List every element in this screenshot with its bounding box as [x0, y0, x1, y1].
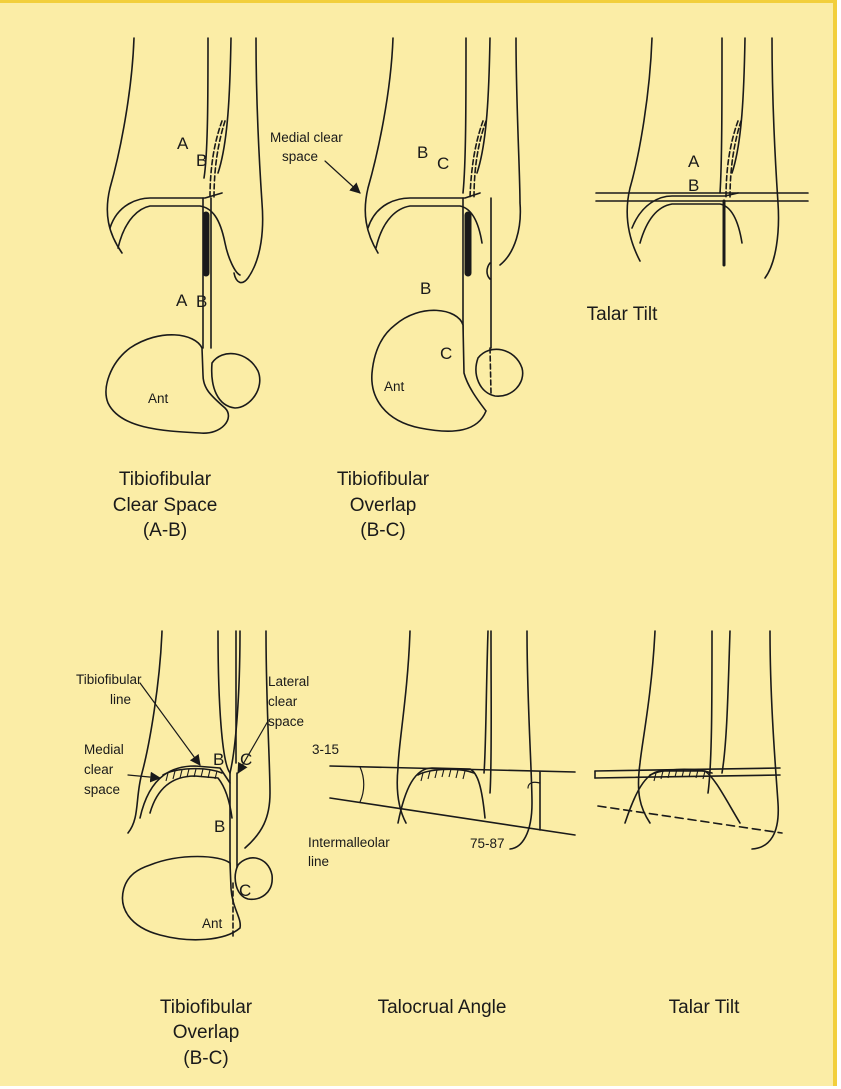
panel-tibiofibular-clear-space: A B A B Ant Tibiofibular Clear Space (A-… — [106, 38, 263, 541]
label-ant: Ant — [384, 379, 405, 394]
label-tibiofibular-line-2: line — [110, 692, 131, 707]
fibula-outline — [490, 631, 532, 849]
talar-dome-inner — [640, 204, 742, 243]
talar-dome — [625, 771, 740, 823]
talar-dome — [118, 206, 240, 275]
label-medial-clear-space-3: space — [84, 782, 120, 797]
label-c-top: C — [437, 154, 449, 173]
caption-line-1: Talocrual Angle — [378, 997, 507, 1018]
tibia-outline — [107, 38, 231, 253]
caption-line-1: Tibiofibular — [119, 469, 212, 490]
panel-tibiofibular-overlap: Medial clear space B C B C Ant Tibiofibu… — [270, 38, 523, 541]
panel-talocrual-angle: 3-15 Intermalleolar line 75-87 Talocrual… — [308, 631, 575, 1018]
label-a-top: A — [177, 134, 189, 153]
label-a: A — [688, 152, 700, 171]
tibia-outline — [638, 631, 730, 823]
angle-arc-upper — [360, 767, 364, 802]
angle-arc-lower — [528, 782, 540, 788]
caption-line-3: (A-B) — [143, 520, 187, 541]
label-b: B — [688, 176, 699, 195]
label-lateral-clear-space-1: Lateral — [268, 674, 309, 689]
talar-dome — [150, 776, 232, 818]
label-intermalleolar-2: line — [308, 854, 329, 869]
label-medial-clear-space-2: clear — [84, 762, 114, 777]
intermalleolar-line — [330, 798, 575, 835]
panel-talar-tilt-top: A B Talar Tilt — [587, 38, 808, 325]
label-lateral-clear-space-3: space — [268, 714, 304, 729]
label-ant: Ant — [202, 916, 223, 931]
label-c-top: C — [240, 750, 252, 769]
fibula-hidden-border-2 — [214, 121, 225, 198]
tilt-line-2 — [595, 775, 780, 778]
fibula-outline — [708, 631, 778, 849]
tibia-outline — [397, 631, 488, 823]
caption-line-1: Talar Tilt — [669, 997, 740, 1018]
talocrual-hatch — [418, 769, 474, 781]
label-a-bottom: A — [176, 291, 188, 310]
caption-line-1: Talar Tilt — [587, 304, 658, 325]
label-angle-upper: 3-15 — [312, 742, 339, 757]
label-c-bottom: C — [239, 881, 251, 900]
caption-line-2: Overlap — [350, 495, 417, 516]
fibula-outline — [720, 38, 778, 278]
medial-clear-space-arrow — [325, 161, 360, 193]
label-tibiofibular-line-1: Tibiofibular — [76, 672, 142, 687]
label-b-bottom: B — [196, 292, 207, 311]
fibula-axial-section — [212, 354, 260, 408]
ankle-radiograph-diagram: A B A B Ant Tibiofibular Clear Space (A-… — [0, 3, 841, 1089]
label-medial-clear-space-1: Medial — [84, 742, 124, 757]
medial-clear-space-arrow — [128, 775, 160, 778]
tibia-axial-section — [372, 310, 486, 431]
label-angle-lower: 75-87 — [470, 836, 505, 851]
tibia-axial-section — [123, 857, 241, 940]
label-ant: Ant — [148, 391, 169, 406]
label-c-bottom: C — [440, 344, 452, 363]
caption-line-3: (B-C) — [360, 520, 405, 541]
label-b-top: B — [196, 151, 207, 170]
panel-talar-tilt-bottom: Talar Tilt — [595, 631, 782, 1018]
tibia-axial-section — [106, 335, 228, 433]
label-b-top: B — [417, 143, 428, 162]
caption-line-2: Overlap — [173, 1022, 240, 1043]
label-b-bottom: B — [420, 279, 431, 298]
fibula-axial-section — [476, 349, 523, 396]
fibula-outline — [218, 631, 270, 848]
label-b-top: B — [213, 750, 224, 769]
caption-line-1: Tibiofibular — [160, 997, 253, 1018]
label-b-bottom: B — [214, 817, 225, 836]
tibiofibular-line-arrow — [140, 683, 200, 765]
caption-line-1: Tibiofibular — [337, 469, 430, 490]
label-intermalleolar-1: Intermalleolar — [308, 835, 390, 850]
panel-tibiofibular-overlap-bottom: Tibiofibular line Lateral clear space Me… — [76, 631, 309, 1069]
label-lateral-clear-space-2: clear — [268, 694, 298, 709]
caption-line-2: Clear Space — [113, 495, 218, 516]
plafond-line — [330, 766, 575, 772]
caption-line-3: (B-C) — [183, 1048, 228, 1069]
label-medial-clear-space-2: space — [282, 149, 318, 164]
fibula-tip-mark — [487, 263, 490, 279]
label-medial-clear-space-1: Medial clear — [270, 130, 343, 145]
